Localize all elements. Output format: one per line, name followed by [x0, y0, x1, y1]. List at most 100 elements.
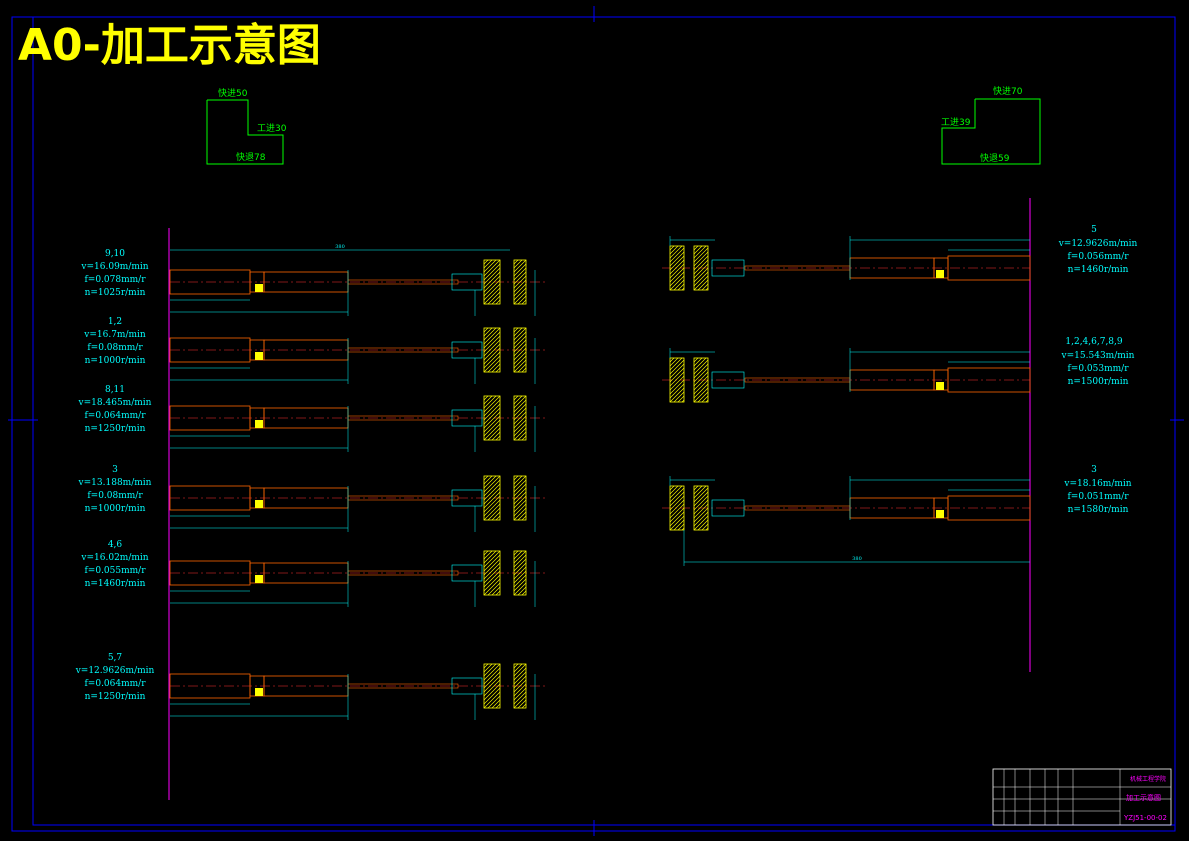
- guide-bushing: [451, 677, 483, 695]
- feed-rate: f=0.064mm/r: [84, 411, 146, 421]
- workpiece-section: [483, 395, 501, 441]
- workpiece-section: [693, 245, 709, 291]
- station-id: 4,6: [108, 540, 123, 550]
- cutting-speed: v=16.02m/min: [80, 553, 148, 563]
- guide-bushing: [451, 409, 483, 427]
- guide-bushing: [711, 499, 745, 517]
- station-id: 5: [1091, 225, 1097, 235]
- title-block-drawing-no: YZJ51-00-02: [1123, 814, 1167, 822]
- collar-marker: [255, 500, 263, 508]
- guide-bushing: [451, 489, 483, 507]
- spindle-speed: n=1250r/min: [85, 692, 146, 702]
- guide-bushing: [711, 371, 745, 389]
- spindle-speed: n=1250r/min: [85, 424, 146, 434]
- workpiece-section: [483, 550, 501, 596]
- guide-bushing: [451, 564, 483, 582]
- feed-rate: f=0.08mm/r: [87, 491, 143, 501]
- workpiece-section: [513, 327, 527, 373]
- left-station: 8,11 v=18.465m/min f=0.064mm/r n=1250r/min: [78, 385, 545, 452]
- feed-rate: f=0.051mm/r: [1067, 492, 1129, 502]
- cutting-speed: v=12.9626m/min: [75, 666, 155, 676]
- station-id: 8,11: [105, 385, 125, 395]
- left-station: 4,6 v=16.02m/min f=0.055mm/r n=1460r/min: [80, 540, 545, 607]
- overall-dim-value: 380: [335, 244, 345, 250]
- collar-marker: [255, 575, 263, 583]
- workpiece-section: [513, 475, 527, 521]
- left-rapid-out-label: 快退78: [236, 151, 266, 163]
- workpiece-section: [669, 485, 685, 531]
- feed-rate: f=0.064mm/r: [84, 679, 146, 689]
- cutting-speed: v=18.465m/min: [78, 398, 152, 408]
- workpiece-section: [693, 485, 709, 531]
- right-rapid-in-label: 快进70: [993, 85, 1023, 97]
- workpiece-section: [513, 663, 527, 709]
- title-block-drawing-name: 加工示意图: [1126, 793, 1161, 802]
- guide-bushing: [451, 273, 483, 291]
- workpiece-section: [513, 395, 527, 441]
- sheet-outer-border: [11, 16, 1176, 832]
- station-id: 3: [112, 465, 118, 475]
- station-id: 5,7: [108, 653, 123, 663]
- overall-dim-value: 380: [852, 556, 862, 562]
- right-stations-group: 5 v=12.9626m/min f=0.056mm/r n=1460r/min 1,2…: [662, 225, 1138, 566]
- cutting-speed: v=16.7m/min: [83, 330, 146, 340]
- right-feed-cycle: 快进70 工进39 快退59: [941, 85, 1041, 165]
- left-stations-group: 9,10v=16.09m/minf=0.078mm/rn=1025r/min38…: [75, 244, 545, 720]
- spindle-speed: n=1580r/min: [1068, 505, 1129, 515]
- workpiece-section: [483, 663, 501, 709]
- right-rapid-out-label: 快退59: [980, 152, 1010, 164]
- station-id: 3: [1091, 465, 1097, 475]
- collar-marker: [255, 284, 263, 292]
- left-station: 5,7 v=12.9626m/min f=0.064mm/r n=1250r/min: [75, 653, 545, 720]
- cutting-speed: v=12.9626m/min: [1058, 239, 1138, 249]
- cutting-speed: v=15.543m/min: [1061, 351, 1135, 361]
- collar-marker: [255, 420, 263, 428]
- cutting-speed: v=13.188m/min: [78, 478, 152, 488]
- station-id: 1,2: [108, 317, 122, 327]
- workpiece-section: [669, 357, 685, 403]
- title-block: 机械工程学院 加工示意图 YZJ51-00-02: [992, 768, 1172, 826]
- title-block-school: 机械工程学院: [1130, 775, 1166, 783]
- left-rapid-in-label: 快进50: [218, 87, 248, 99]
- left-station: 3 v=13.188m/min f=0.08mm/r n=1000r/min: [78, 465, 545, 532]
- spindle-speed: n=1025r/min: [85, 288, 146, 298]
- guide-bushing: [711, 259, 745, 277]
- left-station: 1,2 v=16.7m/min f=0.08mm/r n=1000r/min: [83, 317, 545, 384]
- spindle-speed: n=1000r/min: [85, 504, 146, 514]
- collar-marker: [936, 270, 944, 278]
- station-id: 9,10: [105, 249, 125, 259]
- workpiece-section: [513, 259, 527, 305]
- feed-rate: f=0.078mm/r: [84, 275, 146, 285]
- feed-rate: f=0.055mm/r: [84, 566, 146, 576]
- feed-rate: f=0.053mm/r: [1067, 364, 1129, 374]
- workpiece-section: [669, 245, 685, 291]
- workpiece-section: [483, 259, 501, 305]
- left-work-feed-label: 工进30: [257, 123, 287, 134]
- right-work-feed-label: 工进39: [941, 117, 971, 128]
- left-feed-cycle: 快进50 工进30 快退78: [206, 87, 287, 165]
- station-id: 1,2,4,6,7,8,9: [1065, 337, 1123, 347]
- spindle-speed: n=1460r/min: [1068, 265, 1129, 275]
- collar-marker: [255, 688, 263, 696]
- guide-bushing: [451, 341, 483, 359]
- collar-marker: [936, 510, 944, 518]
- feed-rate: f=0.056mm/r: [1067, 252, 1129, 262]
- left-station: 9,10 v=16.09m/min f=0.078mm/r n=1025r/min 38…: [80, 244, 545, 316]
- workpiece-section: [483, 475, 501, 521]
- workpiece-section: [483, 327, 501, 373]
- right-station: 3 v=18.16m/min f=0.051mm/r n=1580r/min 380: [662, 465, 1132, 566]
- workpiece-section: [693, 357, 709, 403]
- spindle-speed: n=1000r/min: [85, 356, 146, 366]
- right-station: 1,2,4,6,7,8,9v=15.543m/minf=0.053mm/rn=1…: [662, 337, 1135, 403]
- cutting-speed: v=18.16m/min: [1063, 479, 1131, 489]
- collar-marker: [255, 352, 263, 360]
- page-title: A0-加工示意图: [18, 20, 321, 71]
- spindle-speed: n=1460r/min: [85, 579, 146, 589]
- workpiece-section: [513, 550, 527, 596]
- cutting-speed: v=16.09m/min: [80, 262, 148, 272]
- feed-rate: f=0.08mm/r: [87, 343, 143, 353]
- collar-marker: [936, 382, 944, 390]
- sheet-inner-border: [32, 16, 1176, 826]
- right-station: 5 v=12.9626m/min f=0.056mm/r n=1460r/min: [662, 225, 1138, 291]
